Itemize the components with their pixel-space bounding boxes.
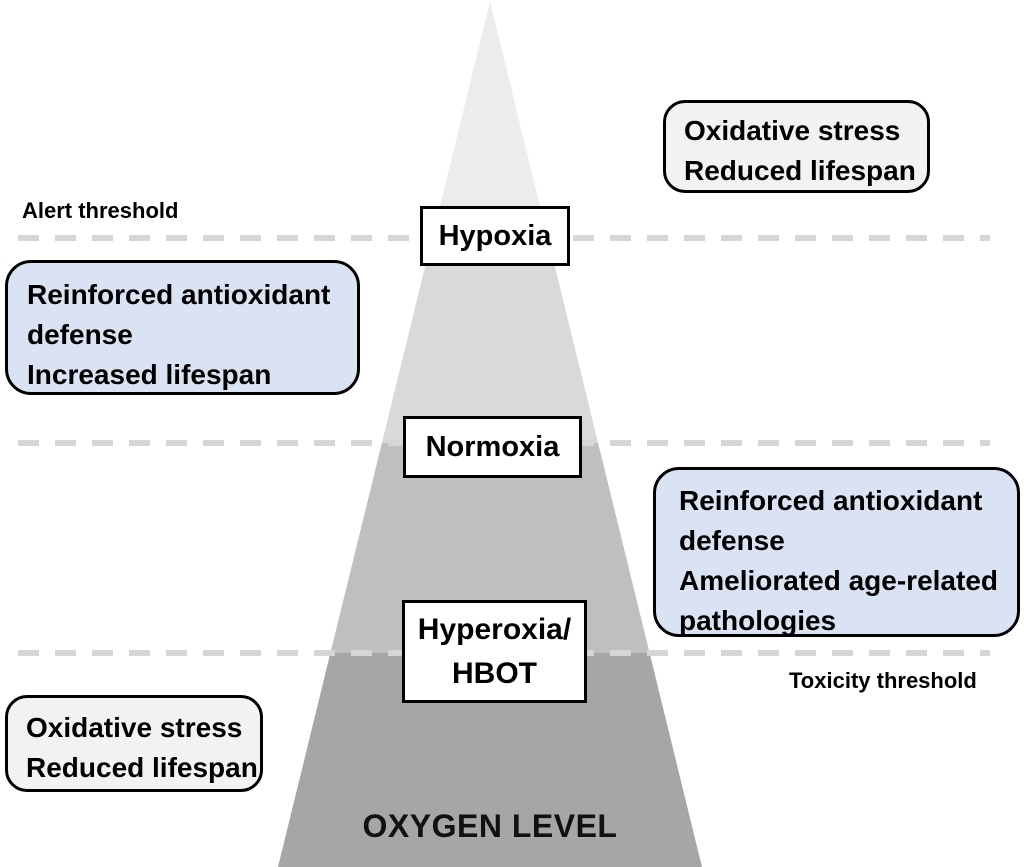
normoxia-level-label: Normoxia: [403, 416, 582, 478]
hbot-benefit-callout: Reinforced antioxidant defense Ameliorat…: [653, 467, 1020, 637]
hyperoxia-effect-callout: Oxidative stress Reduced lifespan: [5, 695, 263, 792]
alert-threshold-label: Alert threshold: [22, 198, 179, 223]
hyperoxia-hbot-level-label: Hyperoxia/ HBOT: [402, 600, 587, 703]
mild-hypoxia-benefit-callout: Reinforced antioxidant defense Increased…: [5, 260, 360, 395]
oxygen-level-title: OXYGEN LEVEL: [362, 808, 618, 844]
hypoxia-effect-callout: Oxidative stress Reduced lifespan: [663, 100, 930, 193]
pyramid-zone-hyperoxia: [278, 653, 702, 867]
toxicity-threshold-label: Toxicity threshold: [789, 668, 977, 693]
pyramid-zone-hypoxia: [381, 238, 599, 443]
hypoxia-level-label: Hypoxia: [420, 206, 570, 266]
pyramid-zone-above-alert: [432, 2, 548, 238]
